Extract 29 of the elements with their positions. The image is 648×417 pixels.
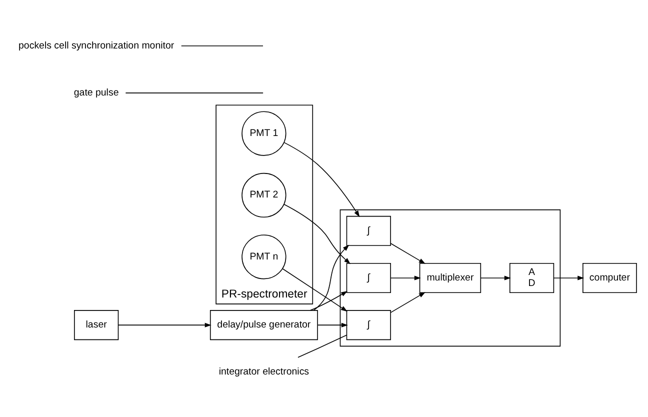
connector: [180, 44, 264, 46]
node-circle: PMT 2: [242, 172, 286, 218]
node-box: laser: [74, 310, 119, 340]
node-box: delay/pulse generator: [210, 310, 318, 340]
node-box: ∫: [346, 310, 391, 340]
arrow: [480, 275, 511, 280]
node-box: A D: [509, 262, 554, 292]
arrow: [284, 203, 350, 264]
node-text: pockels cell synchronization monitor: [18, 40, 174, 51]
arrow: [390, 292, 426, 312]
node-text: integrator electronics: [218, 366, 310, 378]
connector: [298, 334, 347, 358]
arrow: [284, 142, 360, 217]
node-circle: PMT 1: [242, 110, 286, 156]
arrow: [310, 290, 348, 310]
arrow: [390, 242, 426, 264]
node-box: computer: [582, 262, 637, 292]
arrow: [118, 322, 212, 327]
node-box: multiplexer: [419, 262, 482, 292]
arrow: [317, 322, 348, 327]
arrow: [282, 268, 348, 312]
arrow: [390, 275, 421, 280]
node-text: gate pulse: [74, 86, 119, 98]
node-circle: PMT n: [242, 234, 286, 279]
node-box: ∫: [346, 262, 391, 292]
arrow: [313, 244, 350, 310]
arrow: [553, 275, 584, 280]
node-box: ∫: [346, 215, 391, 246]
connector: [125, 92, 264, 93]
